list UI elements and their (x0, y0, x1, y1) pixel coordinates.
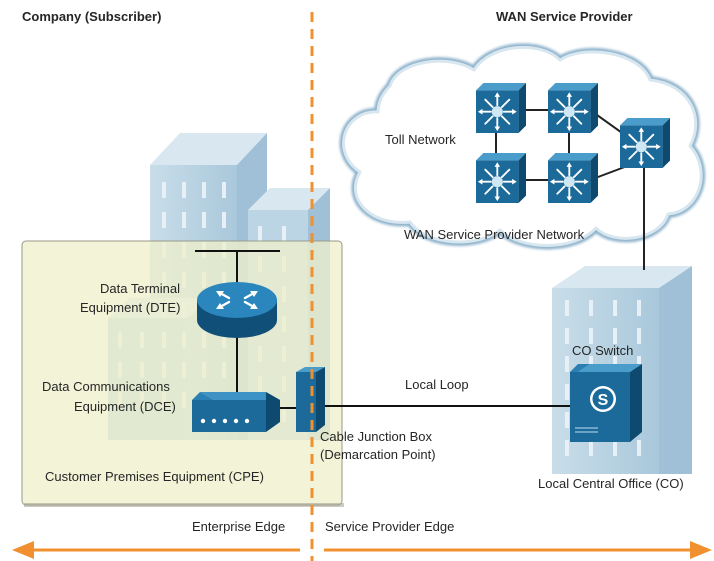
modem-icon (192, 392, 280, 432)
co-switch-label: CO Switch (572, 343, 633, 358)
building-window (162, 182, 166, 198)
wan-cloud (339, 43, 706, 250)
building-window (637, 440, 641, 456)
building-window (182, 212, 186, 228)
building-window (202, 182, 206, 198)
co-label: Local Central Office (CO) (538, 476, 684, 491)
provider-edge-label: Service Provider Edge (325, 519, 454, 534)
building-window (282, 226, 286, 242)
wan-switch-icon (620, 118, 670, 168)
building-window (565, 384, 569, 400)
building-window (589, 328, 593, 344)
building-window (222, 182, 226, 198)
dce-label-line1: Data Communications (42, 379, 170, 394)
building-window (565, 412, 569, 428)
central-office-building (552, 266, 692, 474)
enterprise-edge-arrow (12, 541, 300, 559)
junction-label-line2: (Demarcation Point) (320, 447, 436, 462)
building-window (565, 328, 569, 344)
building-window (589, 300, 593, 316)
provider-edge-arrow (324, 541, 712, 559)
building-window (613, 328, 617, 344)
building-window (202, 212, 206, 228)
co-switch-letter: S (598, 392, 609, 409)
dte-label-line1: Data Terminal (100, 281, 180, 296)
router-icon (197, 282, 277, 338)
building-window (258, 226, 262, 242)
wan-switch-icon (476, 83, 526, 133)
local-loop-label: Local Loop (405, 377, 469, 392)
toll-network-label: Toll Network (385, 132, 456, 147)
wan-switch-icon (476, 153, 526, 203)
junction-label-line1: Cable Junction Box (320, 429, 433, 444)
dce-label-line2: Equipment (DCE) (74, 399, 176, 414)
provider-header: WAN Service Provider (496, 9, 633, 24)
building-window (565, 440, 569, 456)
company-header: Company (Subscriber) (22, 9, 161, 24)
dte-label-line2: Equipment (DTE) (80, 300, 180, 315)
cpe-label: Customer Premises Equipment (CPE) (45, 469, 264, 484)
building-window (162, 212, 166, 228)
wan-switch-icon (548, 83, 598, 133)
wan-switch-icon (548, 153, 598, 203)
building-window (565, 300, 569, 316)
building-window (222, 212, 226, 228)
building-window (613, 440, 617, 456)
building-window (589, 440, 593, 456)
wan-network-label: WAN Service Provider Network (404, 227, 585, 242)
enterprise-edge-label: Enterprise Edge (192, 519, 285, 534)
building-window (613, 300, 617, 316)
building-window (565, 356, 569, 372)
cpe-area (21, 240, 343, 506)
building-window (637, 328, 641, 344)
building-window (182, 182, 186, 198)
building-window (637, 300, 641, 316)
co-switch-icon: S (570, 364, 642, 442)
